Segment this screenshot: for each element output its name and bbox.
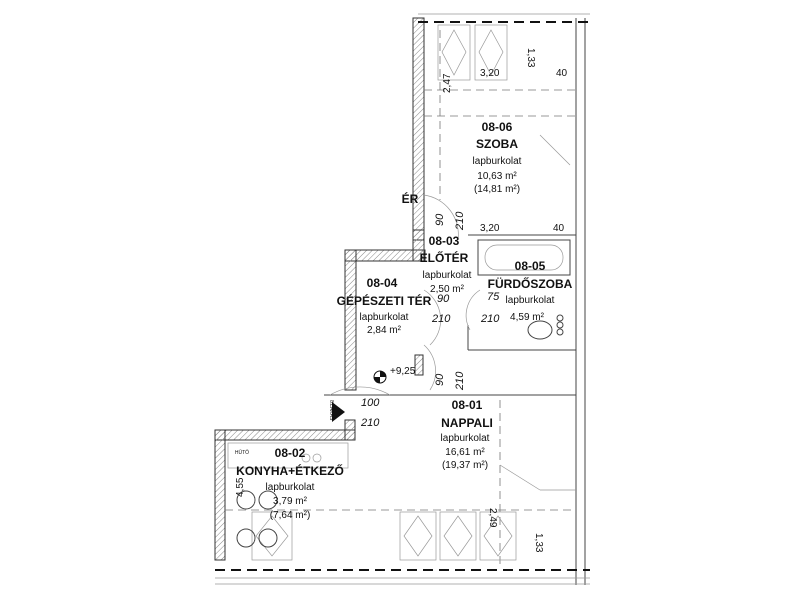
fridge-label: HŰTŐ <box>235 449 249 456</box>
room-furdo: 08-05 FÜRDŐSZOBA lapburkolat 4,59 m² <box>488 259 573 323</box>
room-area: 2,50 m² <box>430 284 465 295</box>
dim-247: 2,47 <box>442 73 453 93</box>
level-marker: +9,25 <box>373 366 416 384</box>
door-height: 210 <box>454 211 466 231</box>
room-konyha: HŰTŐ 08-02 KONYHA+ÉTKEZŐ lapburkolat 3,7… <box>235 446 344 521</box>
room-code: 08-06 <box>482 120 513 134</box>
room-area: 10,63 m² <box>477 171 517 182</box>
entrance-label: 8.LAKÁS <box>328 400 335 421</box>
room-floor: lapburkolat <box>473 156 522 167</box>
door-height: 210 <box>454 371 466 391</box>
room-floor: lapburkolat <box>266 482 315 493</box>
toilet <box>527 320 553 340</box>
room-gross-area: (7,64 m²) <box>270 510 311 521</box>
room-nappali: 08-01 NAPPALI lapburkolat 16,61 m² (19,3… <box>441 398 493 471</box>
room-area: 4,59 m² <box>510 312 545 323</box>
bathtub <box>477 239 571 276</box>
windows <box>251 24 517 561</box>
dim-249: 2,49 <box>487 508 498 528</box>
room-code: 08-03 <box>429 234 460 248</box>
room-name: ELŐTÉR <box>420 250 469 265</box>
room-code: 08-04 <box>367 276 398 290</box>
door-width: 90 <box>434 213 446 226</box>
room-area: 3,79 m² <box>273 496 308 507</box>
fixtures <box>227 239 571 548</box>
door-width: 90 <box>437 293 450 305</box>
room-area: 16,61 m² <box>445 447 485 458</box>
dim-133: 1,33 <box>525 48 536 68</box>
room-gepeszeti: 08-04 GÉPÉSZETI TÉR lapburkolat 2,84 m² <box>337 276 432 336</box>
door-height: 210 <box>431 313 451 325</box>
room-name: GÉPÉSZETI TÉR <box>337 293 432 308</box>
door-width: 75 <box>487 291 500 303</box>
door-swings <box>329 194 481 396</box>
room-floor: lapburkolat <box>360 312 409 323</box>
facade-lines <box>215 13 590 585</box>
dim-133-b: 1,33 <box>533 533 544 553</box>
room-name: NAPPALI <box>441 416 493 430</box>
room-floor: lapburkolat <box>423 270 472 281</box>
room-area: 2,84 m² <box>367 325 402 336</box>
room-floor: lapburkolat <box>506 295 555 306</box>
level-value: +9,25 <box>390 366 416 377</box>
room-gross-area: (19,37 m²) <box>442 460 488 471</box>
room-gross-area: (14,81 m²) <box>474 184 520 195</box>
room-floor: lapburkolat <box>441 433 490 444</box>
room-code: 08-01 <box>452 398 483 412</box>
entrance-arrow: 8.LAKÁS <box>328 400 345 422</box>
room-code: 08-05 <box>515 259 546 273</box>
dimensions: 3,20 1,33 40 2,47 3,20 40 4,55 2,49 1,33 <box>235 48 568 553</box>
room-szoba: 08-06 SZOBA lapburkolat 10,63 m² (14,81 … <box>473 120 522 195</box>
room-name: FÜRDŐSZOBA <box>488 276 573 291</box>
door-height: 210 <box>480 313 500 325</box>
room-name-partial: ÉR <box>402 191 419 206</box>
entrance-door-height: 210 <box>360 417 380 429</box>
room-name: KONYHA+ÉTKEZŐ <box>236 463 344 478</box>
dim-455: 4,55 <box>235 477 246 497</box>
door-width: 90 <box>434 373 446 386</box>
room-eloter: ÉR 08-03 ELŐTÉR lapburkolat 2,50 m² <box>402 191 472 295</box>
room-name: SZOBA <box>476 137 518 151</box>
door-labels: 90 210 90 210 75 210 90 210 100 210 <box>360 211 500 429</box>
kitchen-counter <box>227 442 349 469</box>
dim-320-b: 3,20 <box>480 223 500 234</box>
walls <box>214 17 586 585</box>
dim-320: 3,20 <box>480 68 500 79</box>
entrance-door-width: 100 <box>361 397 380 409</box>
dim-40: 40 <box>556 68 568 79</box>
room-code: 08-02 <box>275 446 306 460</box>
dim-40-b: 40 <box>553 223 565 234</box>
